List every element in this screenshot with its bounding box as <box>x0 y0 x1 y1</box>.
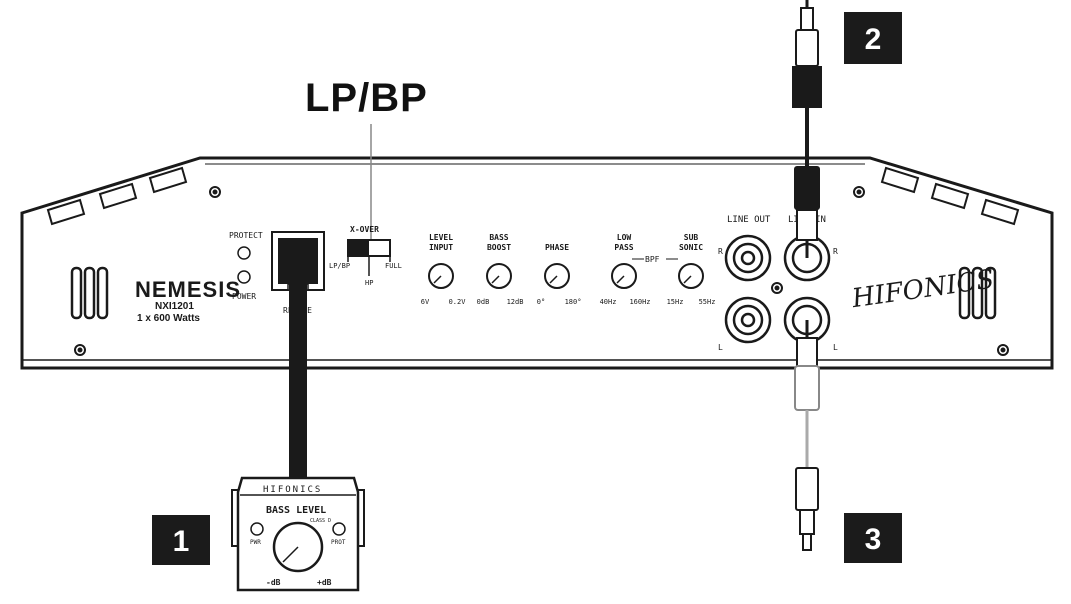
channel-right-label: R <box>718 247 723 256</box>
knob-title-line: PHASE <box>545 243 569 252</box>
channel-right-label-in: R <box>833 247 838 256</box>
knob-max-label: 0.2V <box>449 298 467 306</box>
xover-option-hp: HP <box>365 279 373 287</box>
xover-switch: X-OVER LP/BP HP FULL <box>329 124 402 287</box>
knob-title-line: LOW <box>617 233 632 242</box>
knob-title-line: PASS <box>614 243 633 252</box>
knob-min-label: 15Hz <box>667 298 684 306</box>
remote-min-label: -dB <box>266 578 281 587</box>
model-number: NXI1201 <box>155 301 194 312</box>
remote-right-led-label: PROT <box>331 539 346 546</box>
svg-text:2: 2 <box>865 23 882 56</box>
xover-option-lpbp: LP/BP <box>329 262 350 270</box>
knob-max-label: 180° <box>565 298 582 306</box>
knob-pointer <box>491 275 500 284</box>
channel-left-label: L <box>718 343 723 352</box>
callout-badge-3: 3 <box>844 513 902 563</box>
xover-title: X-OVER <box>350 225 379 234</box>
svg-text:3: 3 <box>865 523 882 556</box>
remote-subtitle: CLASS D <box>310 518 331 524</box>
knob-pointer <box>616 275 625 284</box>
crossover-setting-label: LP/BP <box>305 76 428 120</box>
knob-pointer <box>433 275 442 284</box>
knob-title-line: BOOST <box>487 243 511 252</box>
remote-cable <box>289 284 307 490</box>
model-branding: NEMESIS NXI1201 1 x 600 Watts <box>135 277 241 324</box>
knob-pointer <box>549 275 558 284</box>
rca-cable-2 <box>792 0 822 258</box>
knob-min-label: 6V <box>421 298 430 306</box>
bpf-label: BPF <box>645 255 660 264</box>
knob-max-label: 12dB <box>507 298 524 306</box>
xover-option-full: FULL <box>385 262 402 270</box>
knob-min-label: 40Hz <box>600 298 617 306</box>
callout-badge-1: 1 <box>152 515 210 565</box>
knob-title-line: INPUT <box>429 243 453 252</box>
mounting-screws <box>74 186 1009 356</box>
xover-switch-lever <box>349 241 369 255</box>
heatsink-fins-right <box>880 166 1020 226</box>
protect-label: PROTECT <box>229 231 263 240</box>
svg-text:1: 1 <box>173 525 190 558</box>
knob-pointer <box>683 275 692 284</box>
channel-left-label-in: L <box>833 343 838 352</box>
remote-left-led-label: PWR <box>250 539 261 546</box>
bass-level-remote: HIFONICS BASS LEVEL CLASS D PWR PROT -dB… <box>231 476 365 592</box>
knob-title-line: BASS <box>489 233 508 242</box>
vent-slots-left <box>70 266 109 320</box>
rca-cable-3 <box>794 320 820 551</box>
remote-max-label: +dB <box>317 578 332 587</box>
callout-badge-2: 2 <box>844 12 902 64</box>
knob-title-line: SONIC <box>679 243 703 252</box>
knob-title-line: SUB <box>684 233 699 242</box>
knob-title-line: LEVEL <box>429 233 453 242</box>
knob-max-label: 160Hz <box>629 298 650 306</box>
power-label: POWER <box>232 292 256 301</box>
remote-brand: HIFONICS <box>263 485 322 495</box>
brand-model-name: NEMESIS <box>135 277 241 302</box>
power-led <box>237 270 251 284</box>
protect-led <box>237 246 251 260</box>
heatsink-fins-left <box>46 166 188 226</box>
knob-min-label: 0dB <box>477 298 490 306</box>
knob-max-label: 55Hz <box>699 298 716 306</box>
power-rating: 1 x 600 Watts <box>137 313 200 324</box>
status-indicators: PROTECT POWER <box>229 231 263 301</box>
amplifier-chassis <box>20 156 1054 370</box>
remote-title: BASS LEVEL <box>266 505 326 516</box>
vent-slots-right <box>958 266 997 320</box>
line-out-label: LINE OUT <box>727 215 771 225</box>
rca-jack-panel: LINE OUT LINE IN R L R L <box>718 215 838 352</box>
knob-min-label: 0° <box>537 298 545 306</box>
knob-phase: PHASE 0° 180° <box>537 243 582 306</box>
